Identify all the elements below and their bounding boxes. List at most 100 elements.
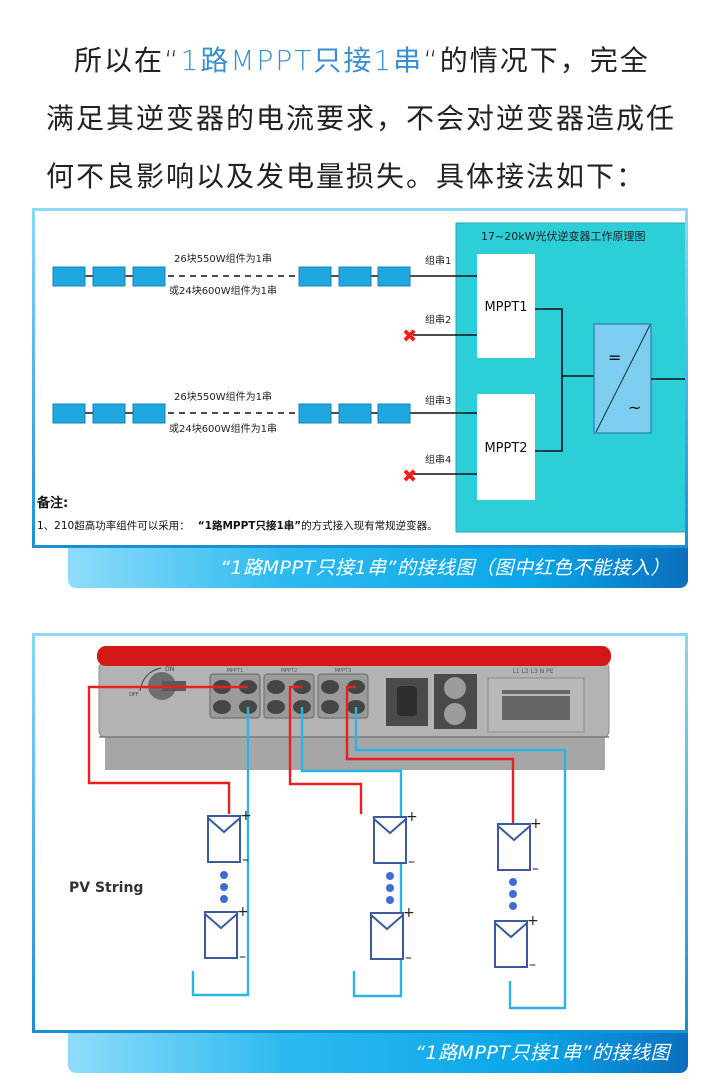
pv-module [338, 403, 372, 424]
switch-on-label: ON [165, 666, 174, 673]
mppt2-box [477, 394, 535, 500]
string3-label: 组串3 [425, 394, 451, 407]
dot [509, 878, 517, 886]
dot [220, 895, 228, 903]
pv-module [92, 403, 126, 424]
dot [386, 896, 394, 904]
wiring-diagram-frame: ON OFF MPPT1 MPPT2 MPPT3 [32, 633, 688, 1033]
string3-positive-wire [345, 685, 515, 828]
mppt2-label: MPPT2 [484, 441, 527, 456]
minus-sign: – [239, 949, 246, 965]
pv-connector [321, 700, 339, 714]
minus-sign: – [408, 854, 415, 870]
string4-label: 组串4 [425, 453, 451, 466]
mppt-port-block-3: MPPT3 [317, 668, 369, 719]
string-alt-size-label: 或24块600W组件为1串 [169, 284, 277, 297]
string2-label: 组串2 [425, 313, 451, 326]
mppt-port-block-1: MPPT1 [209, 668, 261, 719]
pv-module [377, 403, 411, 424]
pv-module [338, 266, 372, 287]
string2-negative-wire [300, 707, 403, 998]
pv-module [52, 403, 86, 424]
pv-connector [213, 700, 231, 714]
mppt2-output-wire [535, 376, 563, 452]
note-title: 备注: [36, 495, 68, 511]
pv-module [298, 403, 332, 424]
ac-terminal-label: L1 L2 L3 N PE [512, 668, 553, 675]
pv-module [132, 266, 166, 287]
dot [509, 890, 517, 898]
mppt-port-label: MPPT2 [281, 668, 298, 674]
pv-module-glyph [204, 913, 238, 930]
plus-sign: + [237, 904, 249, 920]
pv-connector [321, 680, 339, 694]
plus-sign: + [240, 808, 252, 824]
dot [386, 872, 394, 880]
pv-module [298, 266, 332, 287]
string2-positive-wire [288, 685, 363, 814]
string3-negative-wire [354, 707, 567, 1010]
string-alt-size-label: 或24块600W组件为1串 [169, 422, 277, 435]
plus-sign: + [527, 913, 539, 929]
inverter-principle-diagram: 17~20kW光伏逆变器工作原理图 MPPT1 MPPT2 = ~ 26块550… [36, 222, 687, 533]
pv-connector [267, 680, 285, 694]
note-prefix: 1、210超高功率组件可以采用： [37, 519, 190, 532]
pv-module [52, 266, 86, 287]
pv-module-glyph [370, 914, 404, 931]
pv-module-glyph [207, 817, 241, 834]
dot [220, 883, 228, 891]
plus-sign: + [530, 816, 542, 832]
comm-port [444, 677, 466, 699]
intro-text: 所以在“ [74, 44, 181, 77]
minus-sign: – [242, 852, 249, 868]
string-size-label: 26块550W组件为1串 [174, 390, 272, 403]
note-suffix: 的方式接入现有常规逆变器。 [301, 519, 438, 532]
plus-sign: + [403, 905, 415, 921]
intro-line-3: 何不良影响以及发电量损失。具体接法如下： [46, 160, 647, 193]
intro-line-2: 满足其逆变器的电流要求，不会对逆变器造成任 [46, 102, 677, 135]
terminal-rail [502, 690, 570, 694]
ac-symbol: ~ [628, 398, 641, 417]
intro-line-1: 所以在“1路MPPT只接1串“的情况下，完全 [46, 32, 686, 90]
principle-diagram-frame: 17~20kW光伏逆变器工作原理图 MPPT1 MPPT2 = ~ 26块550… [32, 208, 688, 548]
pv-module-glyph [497, 825, 531, 842]
pv-module [132, 403, 166, 424]
series-dots [220, 871, 517, 910]
pv-string-row-1: 26块550W组件为1串 或24块600W组件为1串 组串1 [52, 252, 477, 297]
mppt1-box [477, 254, 535, 358]
mppt1-label: MPPT1 [484, 300, 527, 315]
pv-modules [204, 815, 531, 968]
minus-sign: – [532, 861, 539, 877]
caption-wiring-diagram: “1路MPPT只接1串”的接线图 [68, 1033, 688, 1073]
pv-string-row-2: 26块550W组件为1串 或24块600W组件为1串 组串3 [52, 390, 477, 435]
intro-text: “的情况下，完全 [423, 44, 650, 77]
dot [220, 871, 228, 879]
minus-sign: – [529, 957, 536, 973]
polarity-labels: + – + – + – + – + – + – [237, 808, 542, 973]
pv-module-glyph [494, 922, 528, 939]
mppt1-output-wire [535, 308, 594, 377]
converter-divider [595, 324, 651, 433]
pv-string-label: PV String [69, 880, 143, 896]
note-bold: “1路MPPT只接1串” [198, 519, 301, 532]
mppt-port-label: MPPT1 [227, 668, 244, 674]
plus-sign: + [406, 809, 418, 825]
caption-principle-diagram: “1路MPPT只接1串”的接线图（图中红色不能接入） [68, 548, 688, 588]
pv-module [92, 266, 126, 287]
string1-positive-wire [87, 685, 248, 814]
wiring [87, 685, 567, 1010]
ac-terminal-block [502, 696, 570, 720]
note-text: 1、210超高功率组件可以采用： “1路MPPT只接1串”的方式接入现有常规逆变器… [37, 519, 438, 532]
dc-symbol: = [608, 348, 621, 367]
disconnected-cross-icon: ✖ [402, 466, 417, 487]
comm-port [444, 703, 466, 725]
switch-off-label: OFF [129, 692, 139, 698]
pv-module-glyph [373, 818, 407, 835]
highlight-text: 1路MPPT只接1串 [180, 44, 424, 77]
string1-label: 组串1 [425, 254, 451, 267]
string1-negative-wire [191, 707, 250, 997]
inverter-red-cover [97, 646, 611, 666]
string-size-label: 26块550W组件为1串 [174, 252, 272, 265]
pv-module [377, 266, 411, 287]
inverter-title: 17~20kW光伏逆变器工作原理图 [481, 229, 645, 243]
